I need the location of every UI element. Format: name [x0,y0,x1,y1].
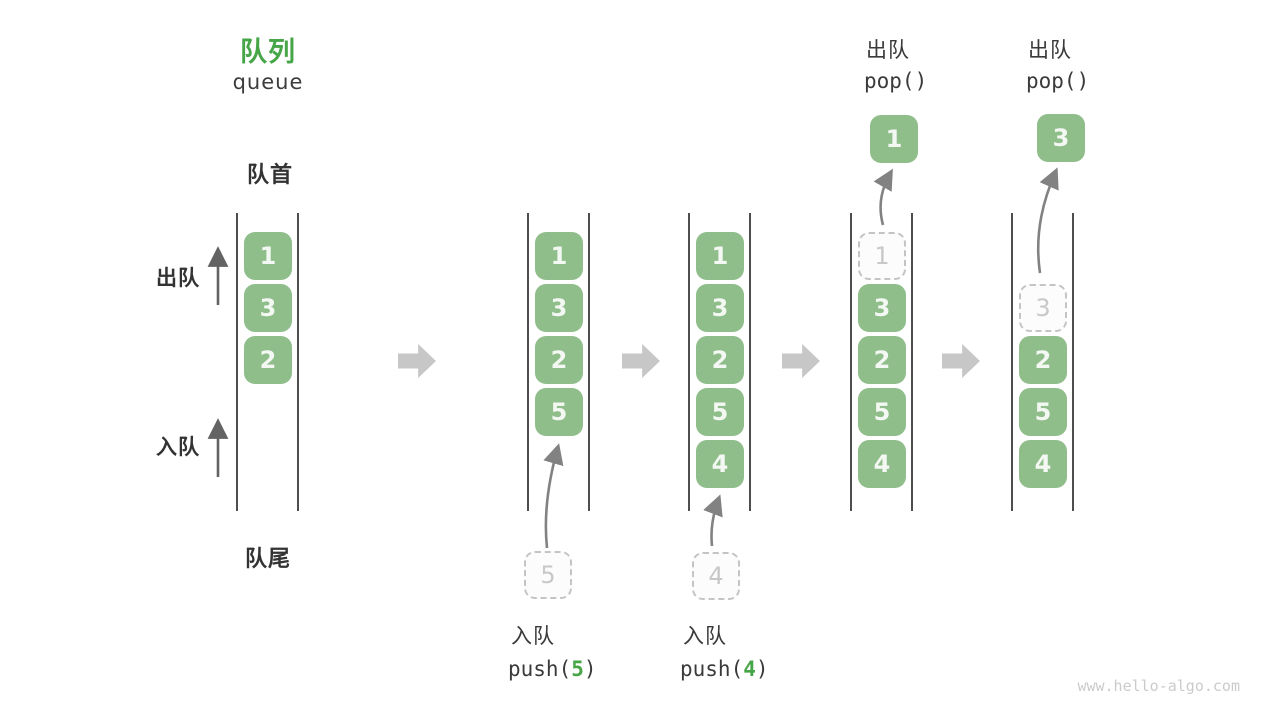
queue5-element: 5 [1019,388,1067,436]
enqueue2-label: 入队 [683,625,727,648]
queue3-element: 2 [696,336,744,384]
code-text: ) [755,657,769,681]
queue-channel-4 [850,213,913,511]
queue5-popped-ghost: 3 [1019,284,1067,332]
code-text: push( [508,657,572,681]
queue3-element: 3 [696,284,744,332]
queue-channel-1 [236,213,299,511]
queue3-element: 1 [696,232,744,280]
code-arg: 5 [571,657,584,681]
queue3-element: 5 [696,388,744,436]
queue4-popped-ghost: 1 [858,232,906,280]
queue5-element: 4 [1019,440,1067,488]
queue2-element: 5 [535,388,583,436]
label-queue-front: 队首 [246,162,294,187]
queue1-element: 1 [244,232,292,280]
queue1-element: 2 [244,336,292,384]
code-text: push( [680,657,744,681]
code-text: ) [583,657,597,681]
diagram-title-zh: 队列 [240,37,296,67]
queue4-element: 5 [858,388,906,436]
queue4-element: 3 [858,284,906,332]
queue3-element: 4 [696,440,744,488]
queue-channel-5 [1011,213,1074,511]
queue5-element: 2 [1019,336,1067,384]
code-arg: 4 [743,657,756,681]
queue4-element: 4 [858,440,906,488]
label-queue-rear: 队尾 [244,546,292,571]
dequeue2-code: pop() [1026,69,1090,93]
queue3-incoming-ghost: 4 [692,552,740,600]
transition-arrow-icon [782,344,820,378]
queue2-element: 3 [535,284,583,332]
diagram-title-en: queue [232,70,304,94]
transition-arrow-icon [622,344,660,378]
queue-channel-3 [688,213,751,511]
queue-channel-2 [527,213,590,511]
enqueue1-code: push(5) [508,657,597,681]
enqueue2-code: push(4) [680,657,769,681]
queue1-element: 3 [244,284,292,332]
queue2-element: 2 [535,336,583,384]
dequeue1-label: 出队 [866,39,910,62]
dequeue1-code: pop() [864,69,928,93]
watermark: www.hello-algo.com [1077,677,1240,695]
queue4-popped-element: 1 [870,115,918,163]
label-enqueue-side: 入队 [156,436,200,459]
queue5-popped-element: 3 [1037,114,1085,162]
enqueue1-label: 入队 [511,625,555,648]
label-dequeue-side: 出队 [156,267,200,290]
transition-arrow-icon [942,344,980,378]
dequeue2-label: 出队 [1028,39,1072,62]
queue2-incoming-ghost: 5 [524,551,572,599]
queue2-element: 1 [535,232,583,280]
transition-arrow-icon [398,344,436,378]
queue4-element: 2 [858,336,906,384]
